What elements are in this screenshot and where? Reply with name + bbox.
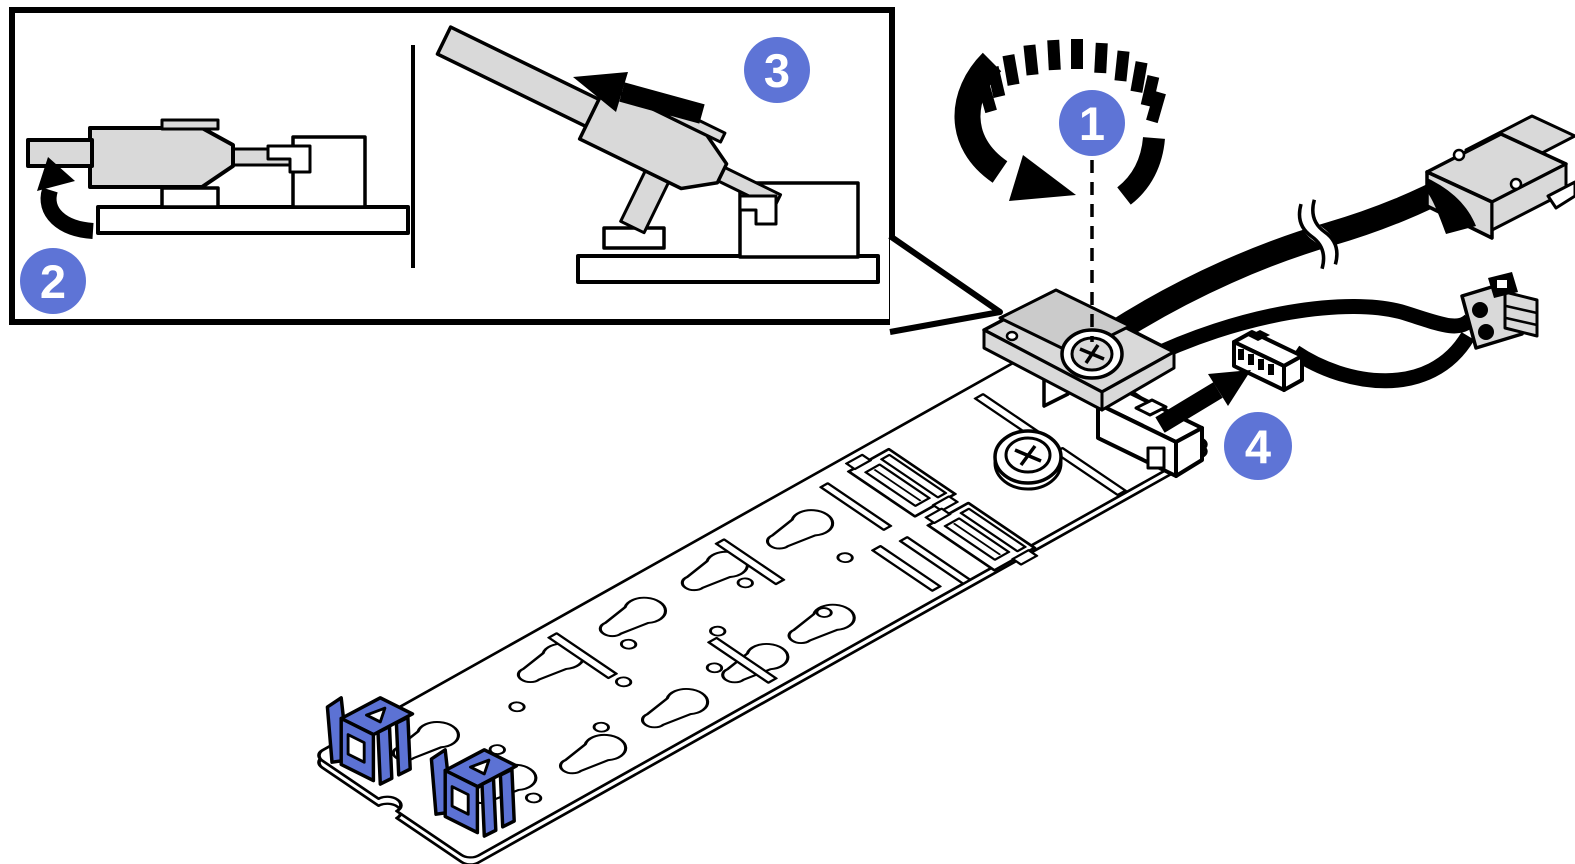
detail-view-step3: 3 xyxy=(435,25,880,284)
detail-callout-box: 2 3 xyxy=(9,7,1003,335)
callout-pointer-tail xyxy=(888,233,1003,335)
step2-badge: 2 xyxy=(20,248,86,314)
cable-connector-body xyxy=(88,126,235,189)
socket-hook xyxy=(738,194,778,226)
lift-latch-curved-arrow-icon xyxy=(37,157,94,239)
pull-cable-arrow-icon xyxy=(573,72,705,124)
cable xyxy=(26,138,94,168)
captive-screw xyxy=(1070,336,1114,372)
board-rails xyxy=(547,393,1128,684)
socket-hook xyxy=(266,144,312,174)
detail-view-step2: 2 xyxy=(20,118,410,314)
step3-number: 3 xyxy=(764,44,790,97)
thumbscrew-standoff xyxy=(993,429,1063,491)
cables xyxy=(1105,175,1476,389)
power-cable-connector xyxy=(1460,272,1539,350)
m2-backplane-board xyxy=(312,337,1213,864)
step4-number: 4 xyxy=(1245,420,1271,473)
step4-badge: 4 xyxy=(1224,412,1292,480)
disconnect-plug-arrow-icon xyxy=(1155,370,1251,433)
connector-screw-hole xyxy=(1509,177,1523,191)
step1-number: 1 xyxy=(1079,97,1105,150)
cable-entry xyxy=(1427,178,1476,234)
step3-badge: 3 xyxy=(744,37,810,103)
board-cable-socket xyxy=(1042,338,1204,478)
signal-cable-connector xyxy=(1425,114,1575,240)
cable-plug xyxy=(1232,330,1304,392)
step1-badge: 1 xyxy=(1059,90,1125,156)
cable-break-mark xyxy=(1297,199,1339,270)
power-wire-a xyxy=(1136,298,1476,369)
step2-badge-circle xyxy=(20,248,86,314)
connector-screw-hole xyxy=(1452,148,1466,162)
board-holes xyxy=(488,552,854,804)
rotate-loosen-arrow-icon xyxy=(954,39,1166,205)
step4-badge-circle xyxy=(1224,412,1292,480)
latch-bracket xyxy=(982,288,1176,412)
step2-number: 2 xyxy=(40,255,66,308)
step1-badge-circle xyxy=(1059,90,1125,156)
step3-badge-circle xyxy=(744,37,810,103)
power-wire-b xyxy=(1290,331,1475,389)
